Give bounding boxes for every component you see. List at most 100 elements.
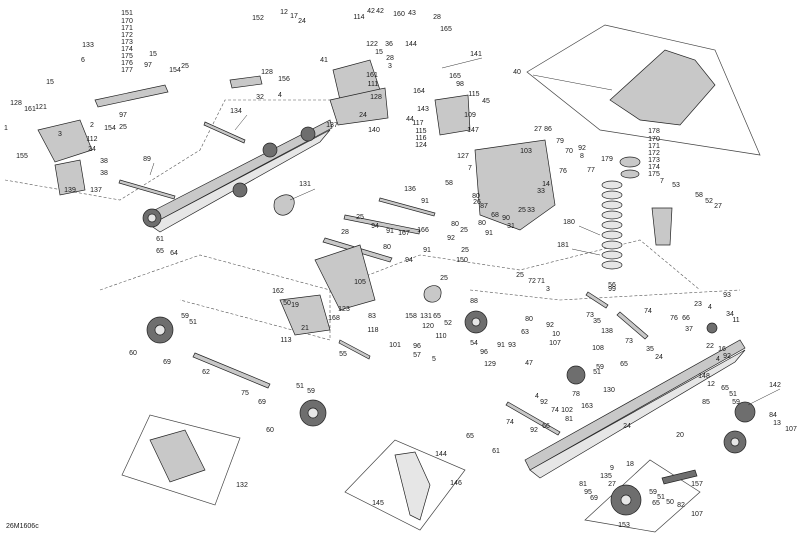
callout-label: 107 xyxy=(785,426,797,433)
callout-label: 93 xyxy=(508,342,516,349)
callout-label: 20 xyxy=(676,432,684,439)
callout-label: 107 xyxy=(691,511,703,518)
callout-label: 131 xyxy=(420,313,432,320)
callout-label: 5 xyxy=(432,356,436,363)
callout-label: 51 xyxy=(593,369,601,376)
callout-label: 52 xyxy=(444,320,452,327)
callout-label: 65 xyxy=(466,433,474,440)
callout-label: 135 xyxy=(600,473,612,480)
callout-label: 153 xyxy=(618,522,630,529)
callout-label: 156 xyxy=(278,76,290,83)
callout-label: 144 xyxy=(405,41,417,48)
callout-label: 28 xyxy=(433,14,441,21)
callout-label: 98 xyxy=(456,81,464,88)
callout-label: 37 xyxy=(685,326,693,333)
callout-label: 86 xyxy=(544,126,552,133)
callout-label: 102 xyxy=(561,407,573,414)
callout-labels: 1511701711721731741751761771336151597154… xyxy=(4,8,797,529)
callout-label: 112 xyxy=(86,136,97,143)
callout-label: 65 xyxy=(156,248,164,255)
callout-label: 15 xyxy=(46,79,54,86)
axles-and-rods xyxy=(118,121,649,436)
callout-label: 33 xyxy=(537,188,545,195)
callout-label: 91 xyxy=(386,228,394,235)
callout-label: 83 xyxy=(368,313,376,320)
callout-label: 57 xyxy=(413,352,421,359)
callout-label: 69 xyxy=(163,359,171,366)
callout-label: 91 xyxy=(423,247,431,254)
right-rail-assembly xyxy=(524,322,756,479)
callout-label: 58 xyxy=(445,180,453,187)
callout-label: 138 xyxy=(601,328,613,335)
callout-label: 12 xyxy=(280,9,288,16)
callout-label: 69 xyxy=(258,399,266,406)
callout-label: 50 xyxy=(283,300,291,307)
callout-label: 164 xyxy=(413,88,425,95)
callout-label: 128 xyxy=(261,69,273,76)
callout-label: 115 xyxy=(415,128,426,135)
arms-and-brackets xyxy=(37,49,716,521)
callout-label: 147 xyxy=(467,127,479,134)
callout-label: 4 xyxy=(278,92,282,99)
callout-label: 80 xyxy=(478,220,486,227)
callout-label: 64 xyxy=(170,250,178,257)
callout-label: 123 xyxy=(338,306,350,313)
callout-label: 51 xyxy=(729,391,737,398)
callout-label: 124 xyxy=(415,142,427,149)
callout-label: 24 xyxy=(655,354,663,361)
callout-label: 40 xyxy=(513,69,521,76)
callout-label: 24 xyxy=(359,112,367,119)
callout-label: 178 xyxy=(648,128,660,135)
callout-label: 172 xyxy=(648,150,660,157)
callout-label: 65 xyxy=(433,313,441,320)
callout-label: 81 xyxy=(579,481,587,488)
callout-label: 121 xyxy=(35,104,47,111)
callout-label: 38 xyxy=(100,170,108,177)
callout-label: 54 xyxy=(470,340,478,347)
callout-label: 25 xyxy=(461,247,469,254)
callout-label: 6 xyxy=(81,57,85,64)
callout-label: 22 xyxy=(706,343,714,350)
callout-label: 96 xyxy=(480,349,488,356)
callout-label: 143 xyxy=(417,106,429,113)
callout-label: 14 xyxy=(542,181,550,188)
callout-label: 66 xyxy=(542,423,550,430)
callout-label: 59 xyxy=(307,388,315,395)
frame-inset-box xyxy=(526,24,761,156)
callout-label: 55 xyxy=(339,351,347,358)
callout-label: 173 xyxy=(121,39,133,46)
callout-label: 80 xyxy=(472,193,480,200)
callout-label: 105 xyxy=(354,279,366,286)
callout-label: 71 xyxy=(537,278,545,285)
callout-label: 12 xyxy=(707,381,715,388)
callout-label: 4 xyxy=(716,356,720,363)
dashed-zone-lines xyxy=(4,99,741,341)
callout-label: 80 xyxy=(383,244,391,251)
callout-label: 127 xyxy=(457,153,469,160)
callout-label: 76 xyxy=(559,168,567,175)
callout-label: 154 xyxy=(104,125,116,132)
callout-label: 179 xyxy=(601,156,613,163)
callout-label: 27 xyxy=(714,203,722,210)
callout-label: 15 xyxy=(149,51,157,58)
callout-label: 8 xyxy=(580,153,584,160)
callout-label: 31 xyxy=(507,223,515,230)
rear-arm-inset-box xyxy=(121,414,241,506)
callout-label: 38 xyxy=(100,158,108,165)
callout-label: 94 xyxy=(371,223,379,230)
callout-label: 41 xyxy=(320,57,328,64)
callout-label: 88 xyxy=(470,298,478,305)
callout-label: 89 xyxy=(143,156,151,163)
callout-label: 19 xyxy=(291,302,299,309)
callout-label: 128 xyxy=(10,100,22,107)
callout-label: 148 xyxy=(698,373,710,380)
callout-label: 66 xyxy=(682,315,690,322)
callout-label: 7 xyxy=(660,178,664,185)
callout-label: 61 xyxy=(492,448,500,455)
callout-label: 120 xyxy=(422,323,434,330)
callout-label: 101 xyxy=(389,342,401,349)
callout-label: 26 xyxy=(473,199,481,206)
callout-label: 177 xyxy=(121,67,133,74)
callout-label: 158 xyxy=(405,313,417,320)
callout-label: 141 xyxy=(470,51,482,58)
